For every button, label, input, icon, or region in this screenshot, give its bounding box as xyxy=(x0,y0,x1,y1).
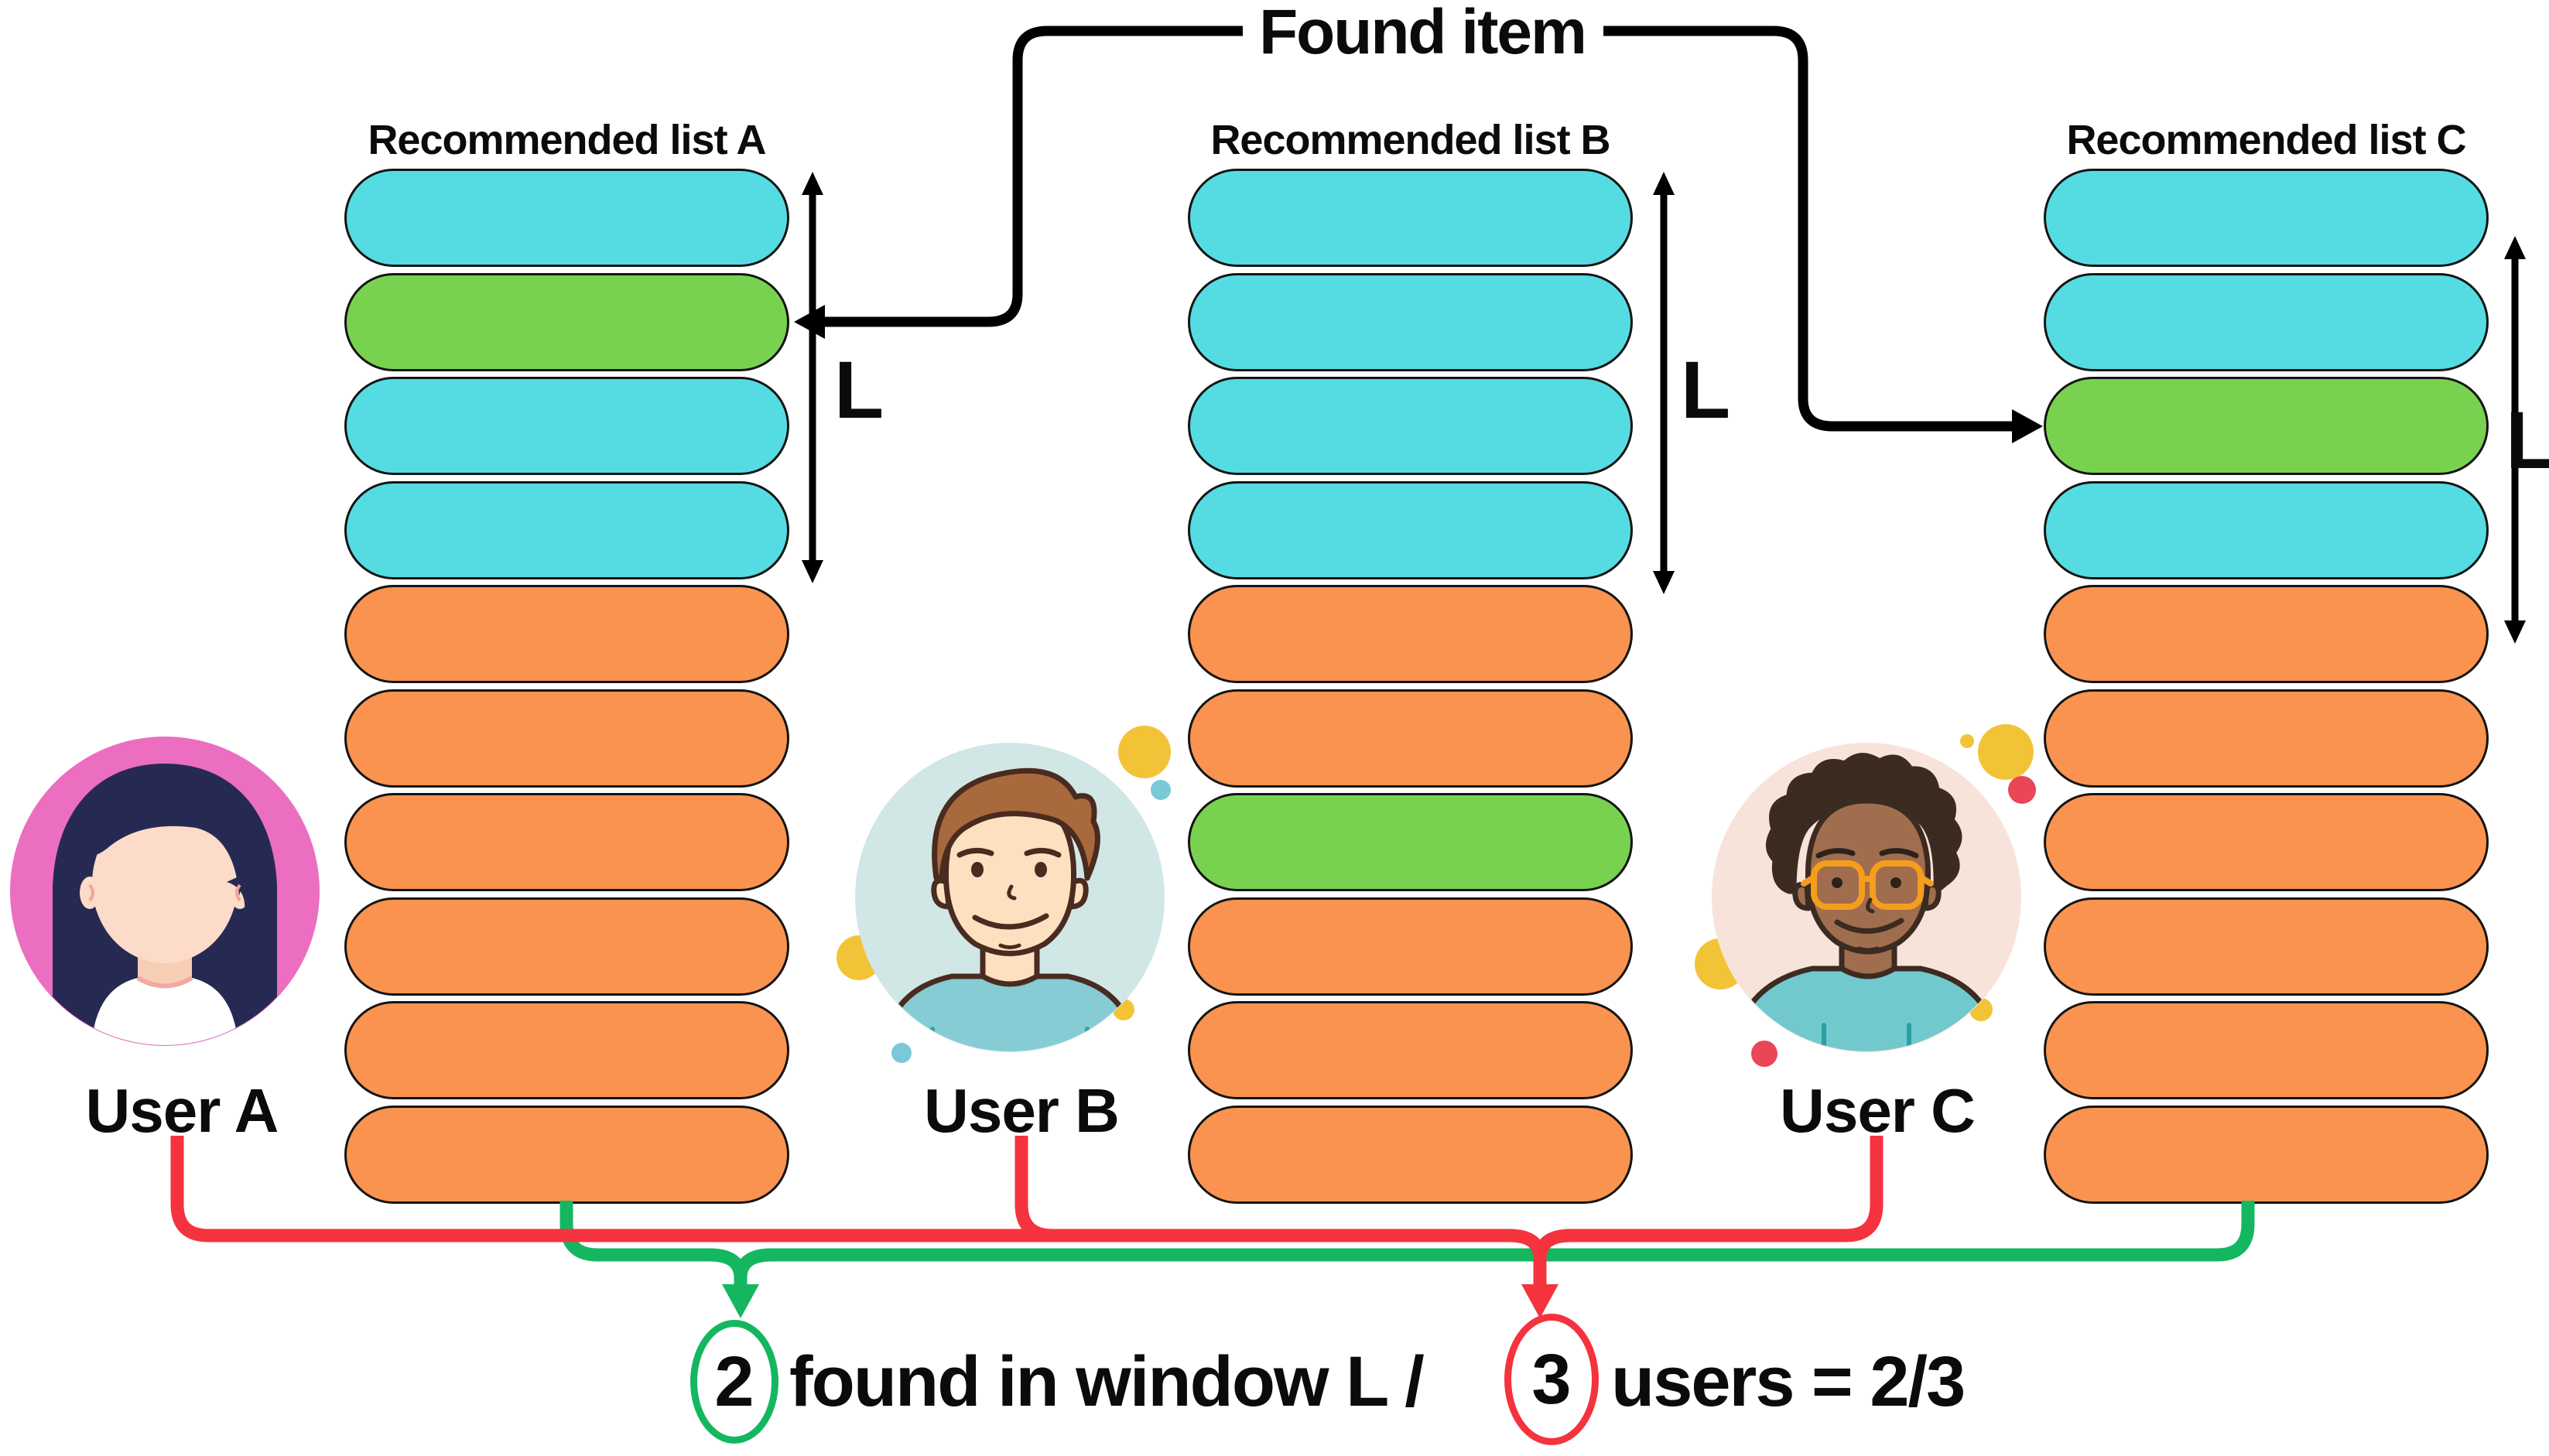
list-b-item-5-orange xyxy=(1188,585,1633,683)
green-found-connector xyxy=(559,1201,2255,1318)
glasses-icon xyxy=(1801,860,1934,910)
list-c-item-4-cyan xyxy=(2044,480,2489,579)
found-count-circled: 2 xyxy=(690,1320,778,1444)
list-a-item-2-green xyxy=(344,272,789,371)
hair-fringe xyxy=(80,776,245,896)
list-a-item-4-cyan xyxy=(344,480,789,579)
user-b-avatar xyxy=(837,726,1171,1063)
list-c-item-9-orange xyxy=(2044,1001,2489,1099)
left-arrowhead-icon xyxy=(794,305,825,339)
list-b-item-8-orange xyxy=(1188,897,1633,996)
list-a-item-3-cyan xyxy=(344,377,789,475)
right-arrowhead-icon xyxy=(2012,409,2043,443)
window-size-label-a: L xyxy=(834,345,884,436)
recommended-list-a: Recommended list A xyxy=(344,117,789,1204)
list-b-items xyxy=(1188,169,1633,1204)
list-a-item-7-orange xyxy=(344,793,789,891)
user-c-avatar xyxy=(1695,724,2036,1067)
found-item-pointer-right xyxy=(1603,26,2043,443)
user-count: 3 xyxy=(1531,1339,1572,1419)
list-b-item-1-cyan xyxy=(1188,169,1633,267)
list-a-item-8-orange xyxy=(344,897,789,996)
user-c-label: User C xyxy=(1780,1076,1976,1145)
found-item-label: Found item xyxy=(1259,0,1587,67)
list-c-item-7-orange xyxy=(2044,793,2489,891)
list-b-item-6-orange xyxy=(1188,689,1633,788)
list-c-item-8-orange xyxy=(2044,897,2489,996)
window-size-label-b: L xyxy=(1681,345,1731,436)
list-b-item-10-orange xyxy=(1188,1105,1633,1204)
list-c-item-5-orange xyxy=(2044,585,2489,683)
user-a-label: User A xyxy=(85,1076,279,1145)
list-c-items xyxy=(2044,169,2489,1204)
user-b-label: User B xyxy=(924,1076,1120,1145)
list-b-item-4-cyan xyxy=(1188,480,1633,579)
recommended-list-c: Recommended list C xyxy=(2044,117,2489,1204)
list-c-title: Recommended list C xyxy=(2066,117,2466,163)
list-c-item-10-orange xyxy=(2044,1105,2489,1204)
list-a-title: Recommended list A xyxy=(368,117,766,163)
list-c-item-6-orange xyxy=(2044,689,2489,788)
green-down-arrow-icon xyxy=(722,1284,759,1318)
list-b-title: Recommended list B xyxy=(1210,117,1610,163)
face xyxy=(92,804,238,963)
formula-middle-text: found in window L / xyxy=(789,1342,1425,1421)
shirt xyxy=(879,973,1141,1051)
list-a-item-6-orange xyxy=(344,689,789,788)
hair xyxy=(932,767,1100,881)
list-c-item-1-cyan xyxy=(2044,169,2489,267)
list-a-items xyxy=(344,169,789,1204)
recommended-list-b: Recommended list B xyxy=(1188,117,1633,1204)
user-count-circled: 3 xyxy=(1504,1314,1599,1445)
list-c-item-2-cyan xyxy=(2044,272,2489,371)
window-arrow-list-a xyxy=(802,172,823,583)
shirt xyxy=(91,978,238,1045)
list-a-item-1-cyan xyxy=(344,169,789,267)
list-a-item-5-orange xyxy=(344,585,789,683)
found-item-pointer-left xyxy=(794,26,1243,339)
window-arrow-list-b xyxy=(1653,172,1675,594)
list-c-item-3-green xyxy=(2044,377,2489,475)
list-b-item-3-cyan xyxy=(1188,377,1633,475)
user-a-avatar xyxy=(10,737,320,1046)
list-b-item-7-green xyxy=(1188,793,1633,891)
found-count: 2 xyxy=(714,1342,754,1421)
list-a-item-10-orange xyxy=(344,1105,789,1204)
list-b-item-9-orange xyxy=(1188,1001,1633,1099)
window-size-label-c: L xyxy=(2506,395,2549,486)
formula-end-text: users = 2/3 xyxy=(1611,1342,1966,1421)
list-a-item-9-orange xyxy=(344,1001,789,1099)
list-b-item-2-cyan xyxy=(1188,272,1633,371)
